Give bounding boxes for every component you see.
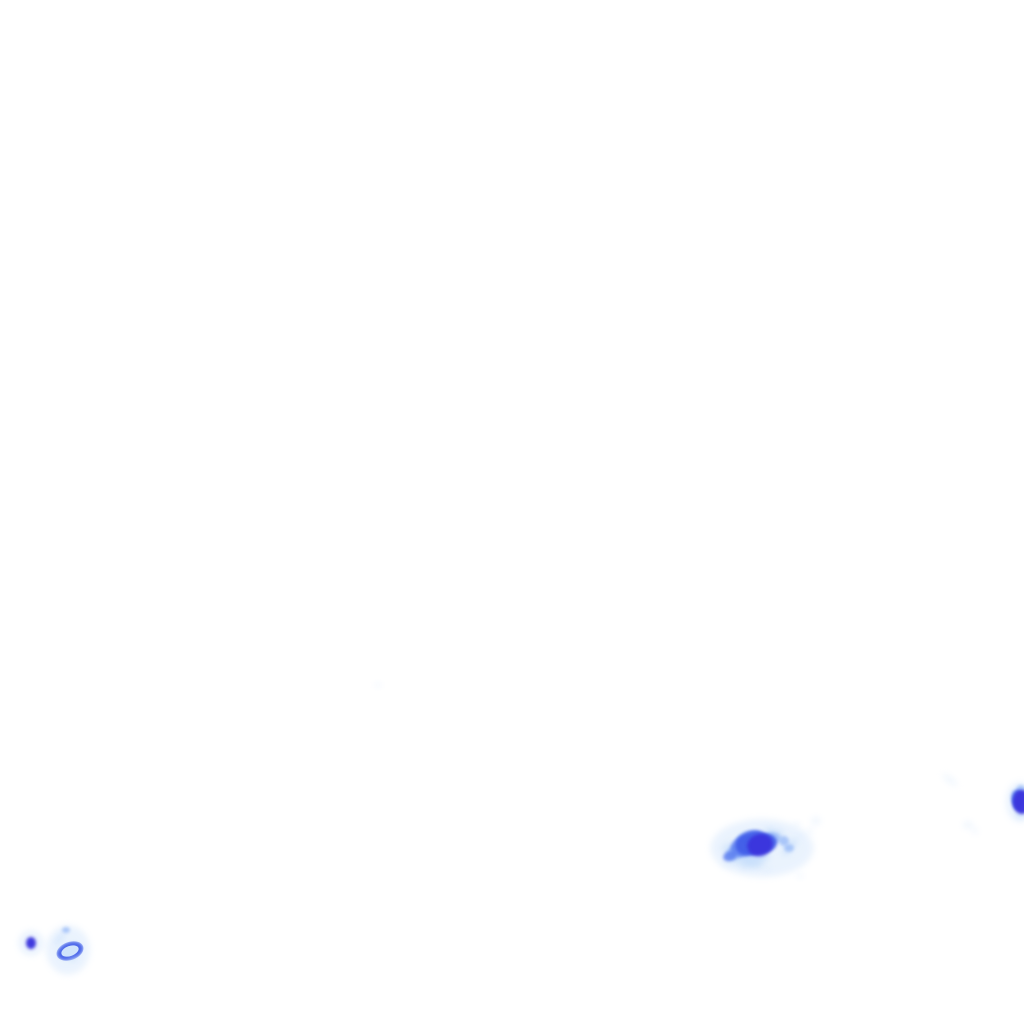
- echo-cluster: [374, 683, 382, 687]
- echo-cell: [942, 773, 958, 787]
- echo-cell: [796, 874, 804, 878]
- echo-cell: [784, 844, 794, 852]
- echo-cluster: [963, 821, 978, 834]
- echo-cluster: [18, 930, 44, 956]
- echo-cluster: [793, 817, 821, 826]
- echo-cell: [811, 817, 821, 825]
- echo-cell: [723, 850, 737, 862]
- echo-cell: [26, 937, 36, 949]
- echo-cell: [793, 822, 801, 826]
- echo-cell: [374, 683, 382, 687]
- echo-cell: [750, 859, 764, 869]
- echo-cell: [62, 927, 70, 933]
- echo-cell: [764, 866, 772, 872]
- echo-cluster-group: [18, 683, 1024, 975]
- echo-ring: [56, 941, 84, 961]
- echo-cluster: [1006, 782, 1024, 822]
- echo-cell: [69, 957, 77, 961]
- echo-cell: [797, 834, 803, 840]
- echo-cluster: [710, 819, 814, 877]
- echo-cell: [963, 821, 973, 829]
- echo-cluster: [796, 874, 804, 878]
- echo-cluster: [942, 773, 958, 787]
- echo-cell: [55, 938, 61, 944]
- echo-cell: [972, 828, 978, 834]
- echo-cell: [1013, 790, 1024, 814]
- echo-cell: [747, 833, 773, 857]
- echo-cell: [721, 861, 731, 867]
- echo-cluster: [46, 925, 90, 975]
- echo-cell: [779, 836, 789, 846]
- echo-cell: [54, 945, 60, 949]
- echo-cell: [59, 933, 65, 939]
- echo-cell: [807, 828, 813, 834]
